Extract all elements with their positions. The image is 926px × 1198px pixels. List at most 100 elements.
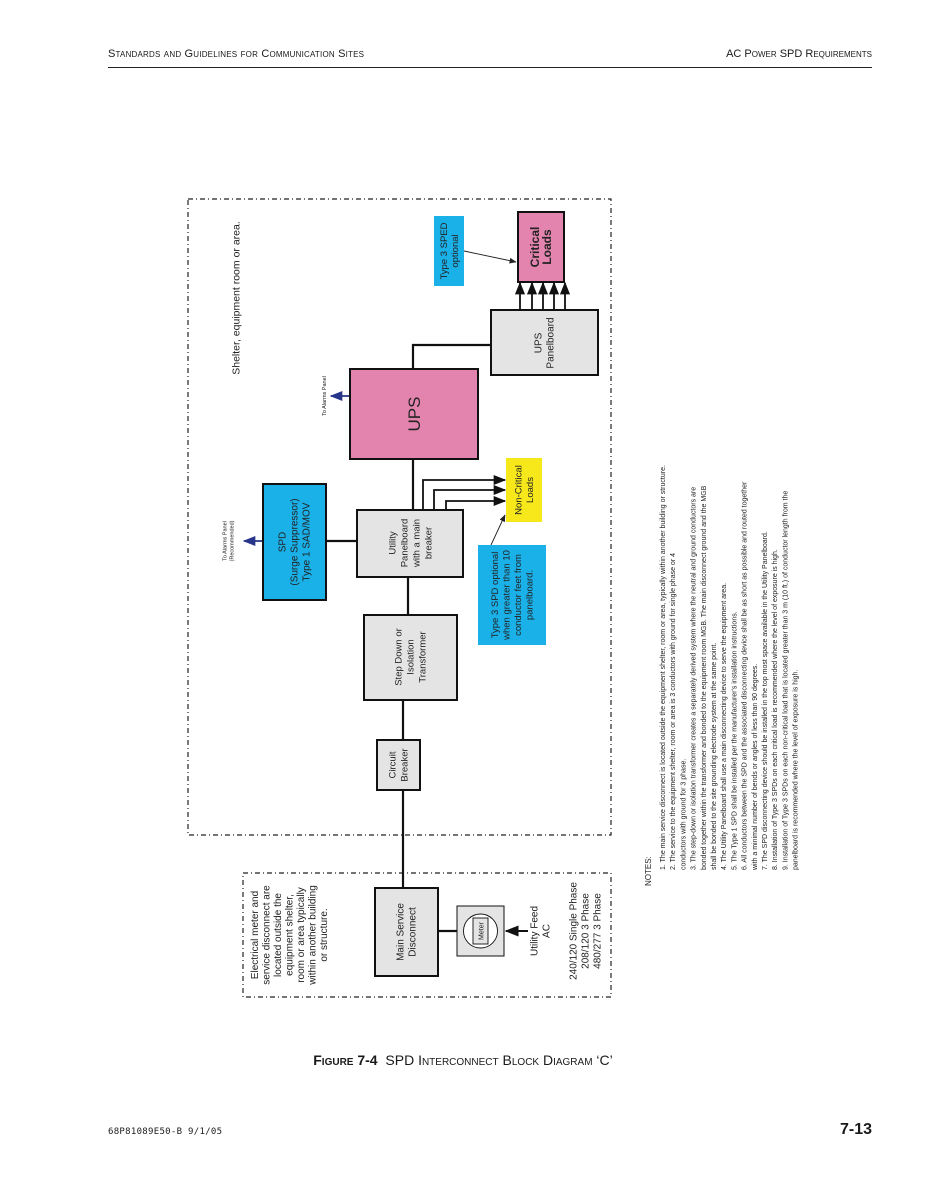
voltage-options: 240/120 Single Phase208/120 3 Phase480/2… <box>569 882 604 980</box>
ups-panelboard-label-line: Panelboard <box>546 317 557 368</box>
utility-panelboard-box <box>356 509 464 578</box>
main-service-disconnect-label: Main ServiceDisconnect <box>396 903 419 961</box>
outside-note-line: within another building <box>308 885 319 986</box>
circuit-breaker-label: CircuitBreaker <box>387 748 410 781</box>
type3-spd-note-label-line: Type 3 SPD optional <box>490 552 501 639</box>
outside-note-line: or structure. <box>319 908 330 961</box>
step-down-transformer-label-line: Isolation <box>405 639 416 674</box>
critical-loads-label: CriticalLoads <box>528 227 554 268</box>
feeder-non-critical-3 <box>445 495 507 510</box>
utility-panelboard-label-line: Utility <box>387 531 398 554</box>
note-line: bonded together within the transformer a… <box>701 485 708 870</box>
step-down-transformer-label: Step Down orIsolationTransformer <box>393 628 428 686</box>
critical-loads-box <box>517 211 565 283</box>
outside-note-line: located outside the <box>273 893 284 977</box>
outside-note-line: service disconnect are <box>262 885 273 985</box>
spd-alarm-label-line: (Recommended) <box>229 520 235 561</box>
outside-note-line: equipment shelter, <box>285 894 296 976</box>
meter-face <box>472 917 489 945</box>
non-critical-loads-label-line: Non-Critical <box>514 465 525 515</box>
non-critical-loads-label: Non-CriticalLoads <box>514 465 537 515</box>
ups-panelboard-box <box>490 309 599 376</box>
main-service-disconnect-label-line: Main Service <box>396 903 407 961</box>
utility-panelboard-label: UtilityPanelboardwith a mainbreaker <box>387 519 434 568</box>
note-line: 2. The service to the equipment shelter,… <box>670 553 677 870</box>
utility-panelboard-label-line: breaker <box>423 527 434 559</box>
figure-number: Figure 7-4 <box>313 1052 378 1068</box>
ups-label-line: UPS <box>405 397 424 432</box>
outside-note-line: Electrical meter and <box>250 891 261 979</box>
type3-spd-note-box <box>478 545 546 645</box>
type3-spd-note-label: Type 3 SPD optionalwhen greater than 10c… <box>490 550 535 641</box>
type3-spd-note-label-line: conductor feet from <box>513 554 524 636</box>
page-number: 7-13 <box>839 1121 872 1138</box>
running-header-left: Standards and Guidelines for Communicati… <box>108 48 365 60</box>
spd-label-line: SPD <box>278 532 289 553</box>
critical-loads-label-line: Loads <box>540 229 554 265</box>
step-down-transformer-label-line: Transformer <box>417 631 428 682</box>
utility-feed-label-line: Utility Feed <box>530 906 541 956</box>
voltage-options-line: 240/120 Single Phase <box>569 882 580 980</box>
spd-label-line: (Surge Suppressor) <box>290 498 301 585</box>
type3-spd-note-label-line: when greater than 10 <box>502 550 513 641</box>
spd-label-line: Type 1 SAD/MOV <box>302 502 313 581</box>
note-line: 5. The Type 1 SPD shall be installed per… <box>731 611 738 870</box>
outside-note: Electrical meter andservice disconnect a… <box>250 885 330 986</box>
wire-ups-to-ups-panelboard <box>411 343 491 369</box>
shelter-label: Shelter, equipment room or area. <box>231 221 243 375</box>
type3-sped-label-line: Type 3 SPED <box>439 222 450 279</box>
ups-alarm-label: To Alarms Panel <box>322 376 328 416</box>
note-line: with a minimal number of bends or angles… <box>752 664 759 871</box>
utility-panelboard-label-line: Panelboard <box>399 519 410 568</box>
circuit-breaker-label-line: Breaker <box>399 748 410 781</box>
figure-caption: Figure 7-4 SPD Interconnect Block Diagra… <box>0 1052 926 1068</box>
document-id: 68P81089E50-B 9/1/05 <box>108 1127 223 1137</box>
ups-panelboard-label: UPSPanelboard <box>534 317 557 368</box>
type3-sped-pointer <box>463 250 517 264</box>
note-line: 6. All conductors between the SPD and th… <box>742 481 749 870</box>
utility-panelboard-label-line: with a main <box>411 519 422 568</box>
outside-boundary <box>242 872 612 998</box>
notes-label: NOTES: <box>644 856 653 886</box>
step-down-transformer-label-line: Step Down or <box>393 628 404 686</box>
outside-note-line: room or area typically <box>296 887 307 983</box>
type3-sped-label-line: optional <box>450 234 461 267</box>
note-line: conductors with ground for 3 phase. <box>680 759 687 870</box>
meter-label: Meter <box>478 921 485 940</box>
feeder-non-critical-1 <box>422 474 507 510</box>
main-service-disconnect-label-line: Disconnect <box>408 907 419 957</box>
non-critical-loads-box <box>506 458 542 522</box>
ups-alarm-label-line: To Alarms Panel <box>322 376 328 416</box>
voltage-options-line: 480/277 3 Phase <box>593 893 604 969</box>
meter-label-line: Meter <box>478 921 485 940</box>
header-rule <box>108 67 872 68</box>
main-service-disconnect-box <box>374 887 439 977</box>
type3-spd-note-label-line: panelboard. <box>525 570 536 620</box>
type3-sped-box <box>434 216 464 286</box>
non-critical-loads-label-line: Loads <box>525 477 536 503</box>
note-line: panelboard is recommended where the leve… <box>793 670 800 870</box>
shelter-label-line: Shelter, equipment room or area. <box>231 221 243 375</box>
utility-feed-label-line: AC <box>542 924 553 938</box>
note-line: 4. The Utility Panelboard shall use a ma… <box>721 583 728 870</box>
note-line: 9. Installation of Type 3 SPDs on each n… <box>782 491 789 870</box>
feeder-non-critical-2 <box>433 484 507 510</box>
note-line: 1. The main service disconnect is locate… <box>660 465 667 870</box>
spd-box <box>262 483 327 601</box>
running-header-right: AC Power SPD Requirements <box>726 48 872 60</box>
type3-sped-label: Type 3 SPEDoptional <box>439 222 461 279</box>
step-down-transformer-box <box>363 614 458 701</box>
ups-panelboard-label-line: UPS <box>534 332 545 353</box>
note-line: 3. The step-down or isolation transforme… <box>691 487 698 870</box>
circuit-breaker-label-line: Circuit <box>387 751 398 778</box>
ups-label: UPS <box>405 397 424 432</box>
ups-box <box>349 368 479 460</box>
spd-alarm-label: To Alarms Panel(Recommended) <box>222 520 235 561</box>
shelter-boundary <box>187 198 612 836</box>
critical-loads-label-line: Critical <box>528 227 542 268</box>
circuit-breaker-box <box>376 739 421 791</box>
note-line: shall be bonded to the site grounding el… <box>711 643 718 870</box>
note-line: 7. The SPD disconnecting device should b… <box>762 531 769 870</box>
type3-note-pointer <box>490 514 506 546</box>
